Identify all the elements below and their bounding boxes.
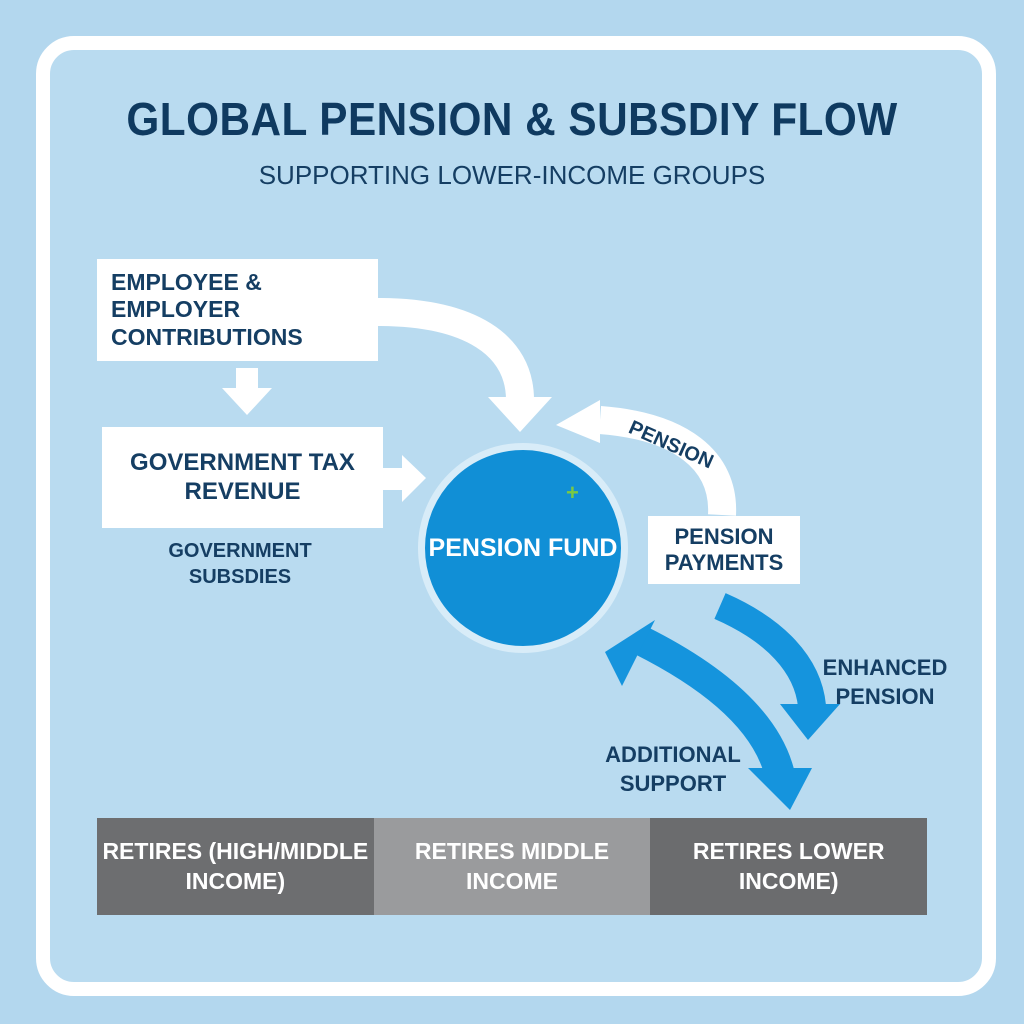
enhanced-arrow (714, 593, 826, 709)
contributions-arrowhead (488, 397, 552, 432)
plus-icon: + (566, 480, 579, 505)
enhanced-pension-label: ENHANCED PENSION (822, 655, 948, 709)
additional-arrow (633, 626, 795, 780)
retiree-tiers: RETIRES (HIGH/MIDDLE INCOME) RETIRES MID… (97, 818, 928, 915)
additional-arrowhead-top (605, 620, 655, 686)
tax-revenue-box: GOVERNMENT TAX REVENUE (102, 427, 383, 528)
pension-payments-box: PENSION PAYMENTS (648, 516, 800, 584)
pension-return-arrow (598, 406, 737, 516)
enhanced-arrowhead (780, 704, 840, 740)
additional-arrowhead-bottom (748, 768, 812, 810)
contributions-box: EMPLOYEE & EMPLOYER CONTRIBUTIONS (97, 259, 378, 361)
tax-arrow-head (402, 455, 426, 502)
page-subtitle: SUPPORTING LOWER-INCOME GROUPS (258, 160, 766, 190)
contributions-arrow (377, 298, 534, 401)
tier-middle-income: RETIRES MIDDLE INCOME (373, 818, 651, 915)
additional-support-label: ADDITIONAL SUPPORT (605, 742, 741, 796)
pension-fund-circle: PENSION FUND (418, 443, 628, 653)
page-title: GLOBAL PENSION & SUBSDIY FLOW (126, 93, 898, 145)
tier-high-middle-income: RETIRES (HIGH/MIDDLE INCOME) (97, 818, 374, 915)
down-arrow-head (222, 388, 272, 415)
tax-arrow-shaft (383, 468, 403, 490)
pension-return-arrowhead (556, 400, 600, 443)
tier-lower-income: RETIRES LOWER INCOME) (650, 818, 928, 915)
government-subsidies-label: GOVERNMENT SUBSDIES (168, 540, 312, 588)
down-arrow-shaft (236, 368, 258, 390)
